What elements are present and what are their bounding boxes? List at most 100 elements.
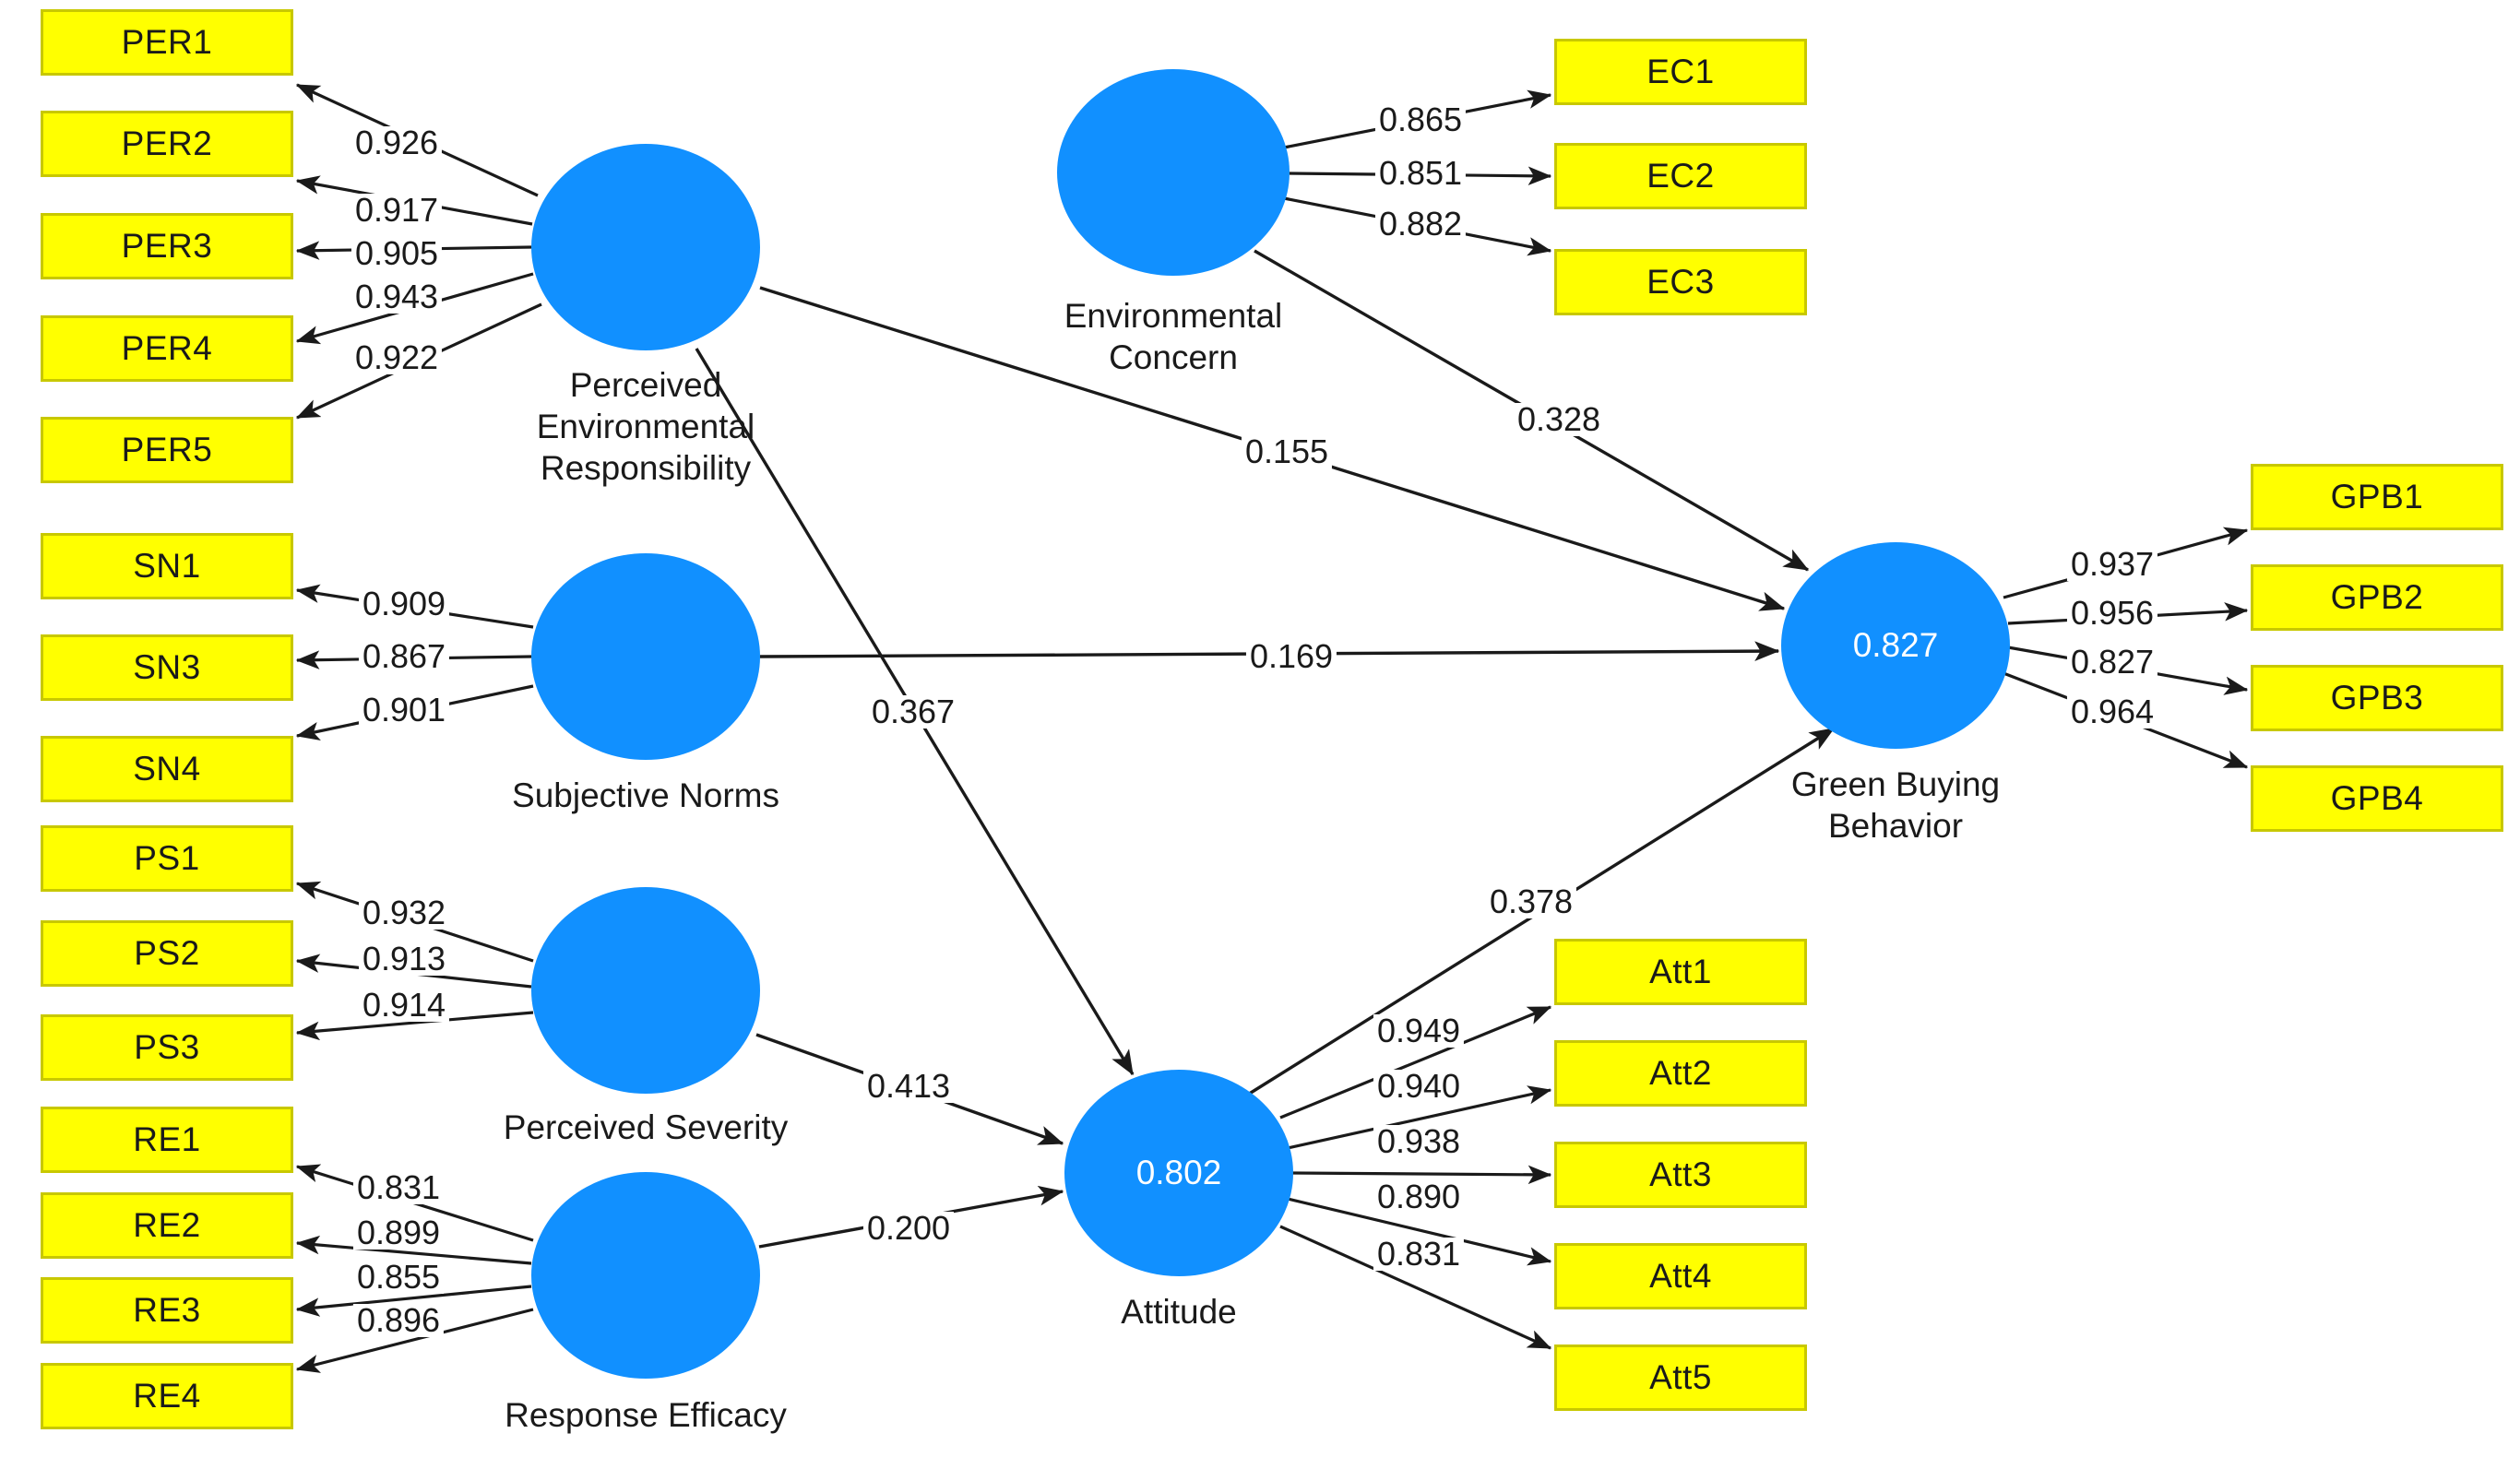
indicator-box-ps1[interactable]: PS1 <box>41 825 293 892</box>
path-coefficient-re-att: 0.200 <box>862 1212 955 1245</box>
loading-edge-att-to-att2 <box>1287 1085 1552 1150</box>
path-coefficient-per-att: 0.367 <box>867 695 959 728</box>
construct-ellipse-att[interactable] <box>1064 1070 1293 1276</box>
loading-value-sn3: 0.867 <box>358 640 450 673</box>
indicator-label: GPB2 <box>2330 578 2424 616</box>
loading-value-ps3: 0.914 <box>358 989 450 1022</box>
indicator-label: EC3 <box>1646 263 1715 301</box>
construct-ellipse-ps[interactable] <box>531 887 760 1094</box>
loading-value-sn1: 0.909 <box>358 587 450 621</box>
loading-edge-ps-to-ps3 <box>295 1011 534 1041</box>
indicator-box-re2[interactable]: RE2 <box>41 1192 293 1259</box>
indicator-label: EC2 <box>1646 157 1715 195</box>
indicator-box-gpb3[interactable]: GPB3 <box>2251 665 2503 731</box>
loading-value-gpb1: 0.937 <box>2066 548 2158 581</box>
indicator-label: SN4 <box>133 750 201 788</box>
loading-value-att4: 0.890 <box>1373 1180 1465 1214</box>
construct-ellipse-sn[interactable] <box>531 553 760 760</box>
indicator-label: PS2 <box>134 934 200 972</box>
loading-value-re3: 0.855 <box>352 1261 445 1294</box>
indicator-box-per4[interactable]: PER4 <box>41 315 293 382</box>
indicator-label: PER1 <box>121 23 213 61</box>
loading-edge-att-to-att5 <box>1279 1225 1552 1350</box>
indicator-box-att5[interactable]: Att5 <box>1554 1344 1807 1411</box>
loading-value-gpb2: 0.956 <box>2066 597 2158 630</box>
indicator-label: EC1 <box>1646 53 1715 90</box>
loading-value-gpb3: 0.827 <box>2066 646 2158 679</box>
indicator-box-ps3[interactable]: PS3 <box>41 1014 293 1081</box>
latent-construct-ellipses <box>531 69 2010 1379</box>
loading-value-re4: 0.896 <box>352 1304 445 1337</box>
construct-ellipse-gpb[interactable] <box>1781 542 2010 749</box>
loading-edge-att-to-att4 <box>1287 1197 1552 1266</box>
indicator-label: PER4 <box>121 329 213 367</box>
indicator-label: RE1 <box>133 1120 201 1158</box>
construct-label-att: Attitude <box>1121 1293 1237 1331</box>
loading-value-per2: 0.917 <box>351 194 443 227</box>
loading-edge-att-to-att3 <box>1290 1165 1552 1185</box>
indicator-label: PER2 <box>121 124 213 162</box>
indicator-box-ec3[interactable]: EC3 <box>1554 249 1807 315</box>
indicator-box-re3[interactable]: RE3 <box>41 1277 293 1344</box>
indicator-label: RE3 <box>133 1291 201 1329</box>
construct-ellipse-ec[interactable] <box>1057 69 1290 276</box>
indicator-box-att4[interactable]: Att4 <box>1554 1243 1807 1309</box>
indicator-box-per2[interactable]: PER2 <box>41 111 293 177</box>
indicator-box-per3[interactable]: PER3 <box>41 213 293 279</box>
indicator-box-re1[interactable]: RE1 <box>41 1107 293 1173</box>
loading-value-gpb4: 0.964 <box>2066 695 2158 728</box>
indicator-box-gpb2[interactable]: GPB2 <box>2251 564 2503 631</box>
loading-value-re1: 0.831 <box>352 1171 445 1204</box>
indicator-box-per5[interactable]: PER5 <box>41 417 293 483</box>
indicator-label: Att3 <box>1649 1155 1712 1193</box>
loading-value-ec1: 0.865 <box>1374 103 1467 136</box>
indicator-label: Att2 <box>1649 1054 1712 1092</box>
loading-value-sn4: 0.901 <box>358 693 450 727</box>
loading-value-att5: 0.831 <box>1373 1238 1465 1271</box>
indicator-box-re4[interactable]: RE4 <box>41 1363 293 1429</box>
construct-label-per: Perceived Environmental Responsibility <box>536 366 755 488</box>
construct-label-ec: Environmental Concern <box>1064 297 1283 377</box>
indicator-label: PER5 <box>121 431 213 468</box>
loading-value-ps1: 0.932 <box>358 896 450 930</box>
indicator-box-att2[interactable]: Att2 <box>1554 1040 1807 1107</box>
loading-value-re2: 0.899 <box>352 1216 445 1250</box>
construct-ellipse-per[interactable] <box>531 144 760 350</box>
indicator-label: GPB4 <box>2330 779 2424 817</box>
indicator-box-per1[interactable]: PER1 <box>41 9 293 76</box>
loading-value-ec3: 0.882 <box>1374 207 1467 241</box>
loading-value-att1: 0.949 <box>1373 1014 1465 1048</box>
indicator-box-gpb1[interactable]: GPB1 <box>2251 464 2503 530</box>
indicator-label: SN1 <box>133 547 201 585</box>
indicator-box-att3[interactable]: Att3 <box>1554 1142 1807 1208</box>
construct-label-ps: Perceived Severity <box>503 1108 789 1146</box>
indicator-box-att1[interactable]: Att1 <box>1554 939 1807 1005</box>
loading-value-att2: 0.940 <box>1373 1070 1465 1103</box>
indicator-box-gpb4[interactable]: GPB4 <box>2251 765 2503 832</box>
construct-ellipse-re[interactable] <box>531 1172 760 1379</box>
indicator-label: PS3 <box>134 1028 200 1066</box>
indicator-box-ec2[interactable]: EC2 <box>1554 143 1807 209</box>
path-coefficient-per-gpb: 0.155 <box>1241 435 1333 468</box>
indicator-label: Att1 <box>1649 953 1712 990</box>
indicator-box-sn1[interactable]: SN1 <box>41 533 293 599</box>
path-coefficient-ps-att: 0.413 <box>862 1070 955 1103</box>
loading-value-ps2: 0.913 <box>358 942 450 976</box>
indicator-box-sn3[interactable]: SN3 <box>41 634 293 701</box>
indicator-label: Att4 <box>1649 1257 1712 1295</box>
construct-label-gpb: Green Buying Behavior <box>1790 765 2001 846</box>
loading-value-att3: 0.938 <box>1373 1125 1465 1158</box>
loading-edge-att-to-att1 <box>1279 1005 1552 1119</box>
indicator-label: PER3 <box>121 227 213 265</box>
indicator-box-ps2[interactable]: PS2 <box>41 920 293 987</box>
loading-value-per4: 0.943 <box>351 280 443 314</box>
loading-edge-re-to-re4 <box>295 1308 534 1373</box>
indicator-box-sn4[interactable]: SN4 <box>41 736 293 802</box>
loading-value-per3: 0.905 <box>351 237 443 270</box>
indicator-box-ec1[interactable]: EC1 <box>1554 39 1807 105</box>
indicator-label: PS1 <box>134 839 200 877</box>
path-coefficient-ec-gpb: 0.328 <box>1513 403 1605 436</box>
indicator-label: SN3 <box>133 648 201 686</box>
